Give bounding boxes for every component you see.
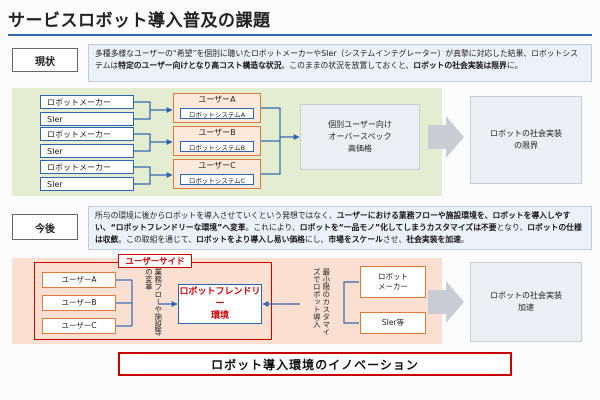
- future-desc-text-3: となり、: [496, 223, 528, 233]
- robot-system-b: ロボットシステムB: [180, 141, 254, 152]
- sier-3: SIer: [40, 177, 134, 191]
- future-desc-bold-3: ロボットの仕様は収斂: [95, 223, 582, 245]
- robot-maker-3: ロボットメーカー: [40, 160, 134, 174]
- user-a-name: ユーザーA: [198, 95, 236, 104]
- user-side-label: ユーザーサイド: [118, 254, 192, 268]
- future-desc-text-6: させ、: [382, 235, 407, 245]
- robot-friendly-line-2: 環境: [210, 311, 229, 322]
- future-maker-line-2: メーカー: [378, 282, 408, 291]
- limit-result-box: ロボットの社会実装 の限界: [470, 96, 582, 184]
- robot-system-c: ロボットシステムC: [180, 174, 254, 185]
- overspec-line-3: 高価格: [348, 144, 372, 153]
- accelerate-line-1: ロボットの社会実装: [490, 291, 562, 300]
- current-desc-bold-2: ロボットの社会実装は限界: [413, 61, 507, 71]
- overspec-box: 個別ユーザー向け オーバースペック 高価格: [300, 104, 420, 170]
- user-b-box: ユーザーB ロボットシステムB: [173, 126, 261, 156]
- accelerate-line-2: 加速: [518, 303, 534, 312]
- robot-system-a: ロボットシステムA: [180, 108, 254, 119]
- current-desc-bold-1: 特定のユーザー向けとなり高コスト構造な状況: [118, 61, 282, 71]
- future-sier: SIer等: [360, 312, 426, 334]
- future-desc-text-5: にし、: [304, 235, 329, 245]
- robot-maker-2: ロボットメーカー: [40, 127, 134, 141]
- user-c-box: ユーザーC ロボットシステムC: [173, 159, 261, 189]
- sier-1: SIer: [40, 112, 134, 126]
- future-robot-maker: ロボット メーカー: [360, 266, 426, 298]
- future-desc-text-4: 。この取組を通じて、: [118, 235, 196, 245]
- overspec-line-2: オーバースペック: [328, 132, 392, 141]
- robot-friendly-line-1: ロボットフレンドリー: [179, 286, 261, 309]
- future-desc-bold-5: 市場をスケール: [328, 235, 383, 245]
- future-user-b: ユーザーB: [42, 295, 116, 311]
- min-customize-text: 最小限のカスタマイズでロボット導入: [312, 268, 331, 336]
- current-label: 現状: [12, 48, 78, 72]
- limit-line-2: の限界: [514, 141, 538, 150]
- future-description: 所与の環境に後からロボットを導入させていくという発想ではなく、ユーザーにおける業…: [88, 206, 592, 250]
- sier-2: SIer: [40, 144, 134, 158]
- current-desc-text-2: 。このままの状況を放置しておくと、: [281, 61, 414, 71]
- future-desc-bold-6: 社会実装を加速: [406, 235, 461, 245]
- page-title: サービスロボット導入普及の課題: [8, 11, 271, 31]
- current-description: 多種多様なユーザーの“希望”を個別に聴いたロボットメーカーやSIer（システムイ…: [88, 44, 592, 82]
- future-desc-bold-4: ロボットをより導入し易い価格: [195, 235, 305, 245]
- future-desc-bold-2: ロボットを“一品モノ”化してしまうカスタマイズは不要: [299, 223, 497, 233]
- future-desc-text-1: 所与の環境に後からロボットを導入させていくという発想ではなく、: [95, 211, 337, 220]
- accelerate-result-box: ロボットの社会実装 加速: [470, 262, 582, 342]
- overspec-line-1: 個別ユーザー向け: [328, 120, 392, 129]
- robot-friendly-env-box: ロボットフレンドリー 環境: [178, 284, 262, 324]
- user-c-name: ユーザーC: [198, 161, 236, 170]
- future-user-a: ユーザーA: [42, 272, 116, 288]
- user-a-box: ユーザーA ロボットシステムA: [173, 93, 261, 123]
- current-desc-text-1: 多種多様なユーザーの“希望”を個別に聴いたロボットメーカーやSIer（システムイ…: [95, 49, 578, 71]
- robot-maker-1: ロボットメーカー: [40, 95, 134, 109]
- future-label: 今後: [12, 214, 78, 240]
- process-change-text: 業務フローや施設等の変革: [144, 268, 163, 336]
- future-desc-text-2: 。これにより、: [245, 223, 300, 233]
- user-b-name: ユーザーB: [198, 128, 236, 137]
- title-rule: [8, 34, 592, 36]
- future-desc-text-7: 。: [460, 235, 469, 245]
- innovation-banner: ロボット導入環境のイノベーション: [118, 352, 512, 376]
- limit-line-1: ロボットの社会実装: [490, 129, 562, 138]
- current-desc-text-3: に。: [506, 61, 523, 71]
- future-maker-line-1: ロボット: [378, 272, 408, 282]
- future-desc-bold-1: ユーザーにおける業務フローや施設環境を、ロボットを導入しやすい、“ロボットフレン…: [95, 211, 571, 233]
- future-user-c: ユーザーC: [42, 318, 116, 334]
